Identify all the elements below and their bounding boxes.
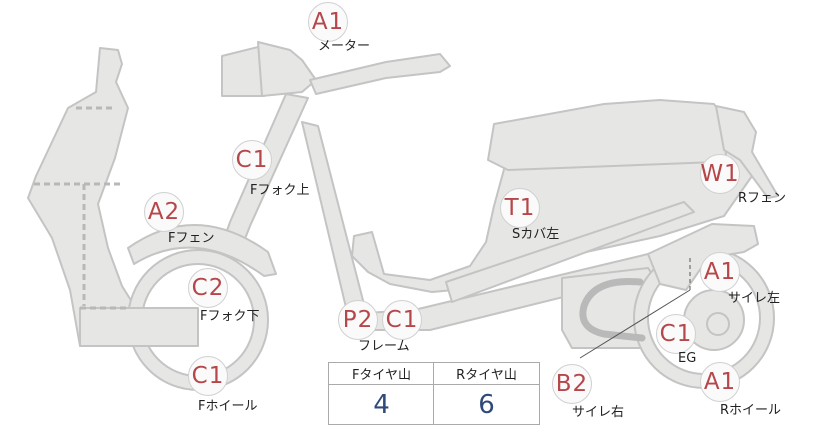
handlebar-cowl [257,41,317,97]
table-divider [433,363,434,424]
headlight [221,45,265,97]
tire-tread-table: Fタイヤ山 Rタイヤ山 4 6 [328,362,540,425]
grade-badge-frame: C1 [382,300,422,340]
grade-badge-engine: C1 [656,314,696,354]
part-label-muffler-left: サイレ左 [728,291,781,306]
part-label-side-cover-left: Sカバ左 [512,227,560,242]
part-label-fwheel: Fホイール [198,399,258,414]
leader-line-solid [579,289,691,359]
drive-belt [579,278,646,342]
grade-badge-ffork-lower: C2 [188,268,228,308]
rear-tread-value: 6 [478,389,495,420]
part-label-meter: メーター [318,39,371,54]
grade-badge-rfender: W1 [700,154,740,194]
part-label-ffork-upper: Fフォク上 [250,183,310,198]
grade-badge-meter: A1 [308,2,348,42]
muffler [647,223,759,291]
rear-body [351,145,753,293]
part-label-engine: EG [678,351,697,366]
part-label-ffender: Fフェン [168,231,215,246]
rear-fender [715,105,779,199]
front-tread-value: 4 [373,389,390,420]
floor-board [79,307,199,347]
grade-badge-ffender: A2 [144,192,184,232]
part-label-muffler-right: サイレ右 [572,405,625,420]
grade-badge-side-cover-left: T1 [500,188,540,228]
seat [487,99,727,171]
grade-badge-muffler-left: A1 [700,252,740,292]
down-tube [301,121,367,317]
part-label-ffork-lower: Fフォク下 [200,309,260,324]
grade-badge-fwheel: C1 [188,356,228,396]
part-label-frame: フレーム [358,339,410,354]
front-tread-header: Fタイヤ山 [329,363,434,385]
grade-badge-ffork-upper: C1 [232,140,272,180]
rear-tread-header: Rタイヤ山 [434,363,539,385]
grade-badge-rwheel: A1 [700,362,740,402]
grade-badge-muffler-right: B2 [552,364,592,404]
grade-badge-frame-p: P2 [338,300,378,340]
part-label-rwheel: Rホイール [720,403,782,418]
handlebar [309,53,451,95]
part-label-rfender: Rフェン [738,191,787,206]
floor-rail [445,201,695,303]
